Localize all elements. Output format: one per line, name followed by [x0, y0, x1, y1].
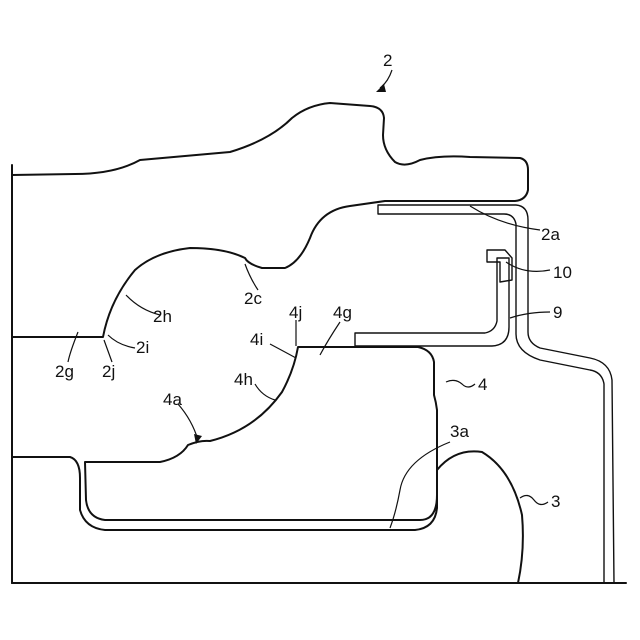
inner-hub-part-3: [12, 451, 523, 583]
label-2: 2: [383, 51, 392, 70]
leader-2c: [245, 264, 258, 290]
label-2c: 2c: [244, 289, 262, 308]
leader-4: [446, 380, 475, 387]
label-2j: 2j: [102, 362, 115, 381]
arrow-2: [376, 84, 386, 92]
leader-2j: [104, 340, 112, 362]
seal-lip-part-10: [487, 250, 512, 282]
label-4j: 4j: [289, 303, 302, 322]
leader-2a: [470, 206, 540, 230]
label-4h: 4h: [234, 370, 253, 389]
label-3a: 3a: [450, 422, 469, 441]
inner-ring-part-4: [85, 347, 437, 520]
label-4: 4: [478, 375, 487, 394]
leader-4g: [320, 322, 340, 355]
outer-ring-part-2: [12, 103, 528, 337]
leader-4h: [255, 384, 275, 400]
label-2i: 2i: [136, 338, 149, 357]
leader-2: [380, 70, 392, 88]
label-4g: 4g: [333, 303, 352, 322]
label-10: 10: [553, 263, 572, 282]
label-3: 3: [551, 492, 560, 511]
label-2h: 2h: [153, 307, 172, 326]
label-2g: 2g: [55, 362, 74, 381]
label-2a: 2a: [541, 225, 560, 244]
label-4a: 4a: [163, 390, 182, 409]
leader-3a: [390, 442, 450, 528]
leader-2i: [108, 335, 135, 348]
label-9: 9: [553, 303, 562, 322]
leader-3: [520, 495, 548, 504]
leader-4i: [270, 344, 296, 358]
label-4i: 4i: [250, 330, 263, 349]
seal-ring-part-9: [355, 258, 509, 346]
